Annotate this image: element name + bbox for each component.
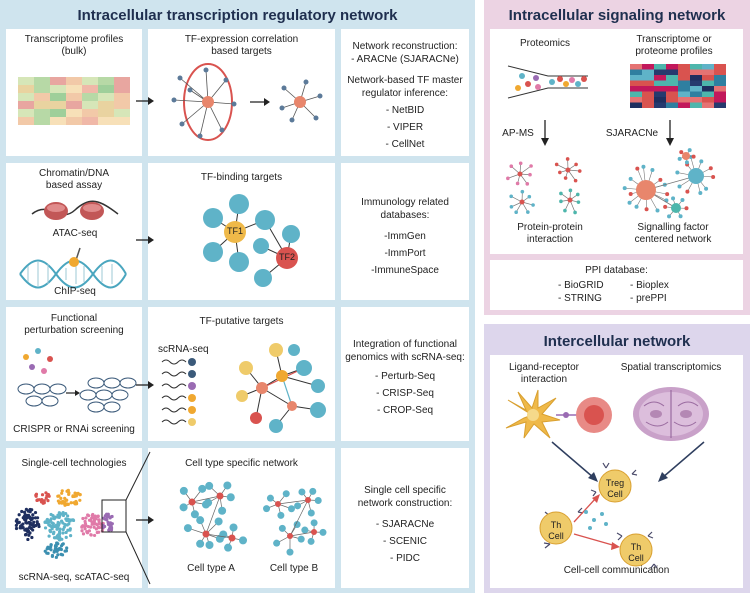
row1-methods-card: [341, 29, 469, 156]
signaling-network-title: Intracellular signaling network: [508, 7, 726, 24]
row3-input-label: Functional perturbation screening: [24, 313, 124, 336]
row2-methods-card: [341, 163, 469, 300]
proteomics-funnel-icon: [507, 65, 588, 99]
ppi-network: [506, 157, 582, 215]
row3-method-0: Integration of functional genomics with …: [345, 339, 465, 363]
apms-label: AP-MS: [502, 128, 534, 139]
signalling-label: Signalling factor centered network: [634, 222, 712, 245]
row4-arrow: [136, 516, 154, 524]
chip-label: ChIP-seq: [54, 286, 96, 297]
row4-input-label: Single-cell technologies: [21, 458, 127, 469]
cell-type-a-label: Cell type A: [187, 563, 235, 574]
ppi-db-col1: - BioGRID - STRING: [558, 279, 604, 305]
tf1-label: TF1: [226, 226, 243, 236]
apms-arrow: [541, 120, 549, 146]
cell-type-a-network: [179, 481, 247, 552]
row1-method-1: - ARACNe (SJARACNe): [351, 54, 459, 65]
tf-binding-network: [203, 194, 300, 287]
atac-label: ATAC-seq: [52, 228, 98, 239]
row1-targets-label: TF-expression correlation based targets: [184, 34, 299, 57]
row1-input-label: Transcriptome profiles (bulk): [24, 34, 124, 57]
row1-method-5: - VIPER: [386, 122, 424, 133]
ppi-database-card: [490, 260, 743, 310]
cell-type-b-label: Cell type B: [269, 563, 319, 574]
ppi-db-title: PPI database:: [585, 265, 648, 276]
treg-cell-label: Treg Cell: [605, 478, 625, 499]
row2-method-3: -ImmuneSpace: [371, 265, 439, 276]
row1-methods-text: Network reconstruction: - ARACNe (SJARAC…: [341, 40, 469, 151]
cell-communication-diagram: [539, 462, 658, 569]
row3-arrow: [136, 381, 154, 389]
tf2-label: TF2: [278, 252, 295, 262]
transcription-network-title: Intracellular transcription regulatory n…: [77, 7, 398, 24]
communication-label: Cell-cell communication: [563, 565, 670, 576]
scrna-label: scRNA-seq: [158, 344, 209, 355]
row4-methods-text: Single cell specific network constructio…: [341, 484, 469, 565]
chip-dna-icon: [19, 247, 127, 289]
th-cell-2-label: Th Cell: [628, 542, 644, 563]
ppi-db-preppi: - prePPI: [630, 293, 667, 304]
row4-assay-label: scRNA-seq, scATAC-seq: [18, 572, 130, 583]
row1-method-4: - NetBID: [385, 105, 425, 116]
row3-method-2: - CRISP-Seq: [376, 388, 434, 399]
sjaracne-arrow: [666, 120, 674, 146]
row1-method-6: - CellNet: [385, 139, 425, 150]
spatial-label: Spatial transcriptomics: [620, 362, 722, 373]
profiles-label: Transcriptome or proteome profiles: [635, 34, 713, 57]
row3-input-card: [6, 307, 142, 441]
sjaracne-label: SJARACNe: [605, 128, 659, 139]
row4-method-3: - PIDC: [390, 553, 420, 564]
row2-input-card: [6, 163, 142, 300]
row3-methods-text: Integration of functional genomics with …: [341, 338, 469, 417]
row4-targets-card: [148, 448, 335, 588]
row3-targets-label: TF-putative targets: [199, 316, 284, 327]
atac-chromatin-icon: [31, 200, 119, 220]
row4-method-0: Single cell specific network constructio…: [357, 485, 453, 509]
row1-method-0: Network reconstruction:: [352, 41, 458, 52]
row1-arrow: [136, 97, 154, 105]
perturbation-cells-icon: [17, 348, 137, 413]
row2-method-1: -ImmGen: [384, 231, 426, 242]
proteomics-label: Proteomics: [519, 38, 570, 49]
scrna-reads-icon: [161, 358, 196, 426]
row3-methods-card: [341, 307, 469, 441]
brain-tissue-icon: [633, 387, 709, 441]
row2-method-0: Immunology related databases:: [361, 197, 449, 221]
row2-targets-label: TF-binding targets: [200, 172, 283, 183]
row4-method-1: - SJARACNe: [375, 519, 435, 530]
ppi-db-col2: - Bioplex - prePPI: [630, 279, 669, 305]
screen-label: CRISPR or RNAi screening: [13, 424, 135, 435]
row4-method-2: - SCENIC: [383, 536, 427, 547]
ppi-db-biogrid: - BioGRID: [558, 280, 604, 291]
ppi-label: Protein-protein interaction: [517, 222, 583, 245]
row3-method-3: - CROP-Seq: [376, 405, 434, 416]
transcriptome-heatmap: [18, 77, 130, 125]
tf-putative-network: [236, 343, 326, 433]
row2-input-label: Chromatin/DNA based assay: [38, 168, 110, 191]
ligand-receptor-icon: [505, 389, 612, 439]
th-cell-1-label: Th Cell: [548, 520, 564, 541]
row2-method-2: -ImmPort: [384, 248, 426, 259]
ppi-db-string: - STRING: [558, 293, 602, 304]
row3-method-1: - Perturb-Seq: [374, 371, 436, 382]
ppi-db-bioplex: - Bioplex: [630, 280, 669, 291]
row2-methods-text: Immunology related databases: -ImmGen -I…: [341, 196, 469, 277]
zoom-lines: [101, 451, 151, 585]
profiles-heatmap: [630, 64, 726, 108]
single-cell-umap: [14, 488, 114, 559]
row4-methods-card: [341, 448, 469, 588]
intercellular-network-title: Intercellular network: [543, 333, 691, 350]
row1-method-3: Network-based TF master regulator infere…: [347, 75, 463, 99]
ligand-label: Ligand-receptor interaction: [508, 362, 580, 385]
cell-type-b-network: [263, 487, 327, 556]
to-communication-arrows: [551, 441, 705, 482]
row4-targets-label: Cell type specific network: [185, 458, 298, 469]
signalling-factor-network: [622, 148, 716, 219]
correlation-network: [171, 63, 323, 141]
row1-method-2: [341, 66, 469, 74]
row2-arrow: [136, 236, 154, 244]
row1-targets-card: [148, 29, 335, 156]
